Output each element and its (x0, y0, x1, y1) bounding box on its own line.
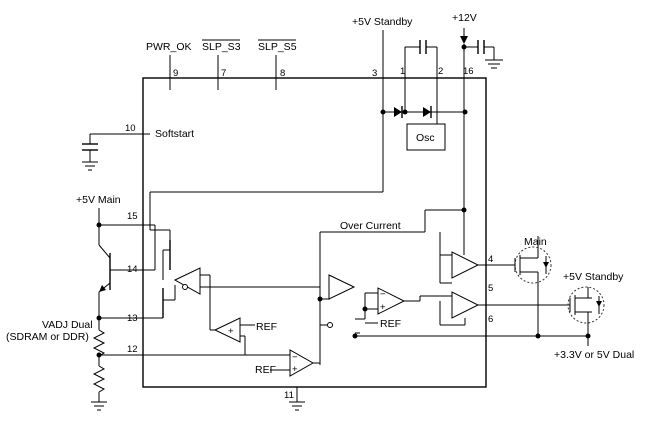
svg-text:Over Current: Over Current (340, 220, 401, 232)
svg-text:Softstart: Softstart (155, 128, 194, 140)
gate-driver-standby: 5 (419, 283, 570, 326)
svg-text:2: 2 (438, 66, 443, 77)
svg-text:−: − (292, 352, 298, 363)
svg-text:5: 5 (488, 283, 493, 294)
svg-text:SLP_S3: SLP_S3 (202, 41, 241, 53)
diode-chain (380, 106, 468, 118)
svg-text:PWR_OK: PWR_OK (146, 41, 192, 53)
svg-text:REF: REF (380, 318, 401, 330)
svg-text:3: 3 (372, 68, 377, 79)
main-mosfet: Main (514, 236, 552, 284)
svg-text:Osc: Osc (416, 132, 435, 144)
svg-text:(SDRAM or DDR): (SDRAM or DDR) (6, 331, 89, 343)
svg-text:15: 15 (127, 211, 138, 222)
svg-text:1: 1 (400, 66, 405, 77)
pin-pwr-ok: PWR_OK 9 (146, 41, 192, 90)
svg-text:11: 11 (284, 390, 294, 401)
svg-text:10: 10 (125, 123, 136, 134)
svg-text:14: 14 (127, 264, 138, 275)
oscillator-block: Osc (406, 123, 446, 151)
pin-slp-s5: SLP_S5 8 (258, 39, 297, 90)
error-amplifier (173, 232, 323, 365)
feedback-divider: 12 (91, 329, 155, 411)
svg-text:−: − (380, 289, 386, 300)
internal-transistor-upper (154, 225, 171, 280)
svg-text:9: 9 (173, 68, 178, 79)
svg-text:4: 4 (488, 254, 493, 265)
svg-text:+5V Standby: +5V Standby (563, 271, 624, 283)
pin-11-ground: 11 (284, 387, 305, 411)
pin-6-sense: 6 +3.3V or 5V Dual (352, 280, 634, 361)
ref-amplifier-1: + REF (213, 317, 277, 355)
external-pass-transistor: +5V Main 15 14 (76, 194, 155, 330)
comparator-softstart: − + REF (155, 349, 320, 377)
svg-text:8: 8 (280, 68, 285, 79)
svg-text:13: 13 (127, 313, 138, 324)
svg-text:+3.3V or 5V Dual: +3.3V or 5V Dual (554, 349, 634, 361)
over-current-path: Over Current (320, 209, 464, 233)
pin-10-softstart: 10 Softstart (82, 123, 194, 171)
svg-text:+: + (292, 364, 298, 375)
svg-text:SLP_S5: SLP_S5 (258, 41, 297, 53)
svg-text:VADJ Dual: VADJ Dual (42, 319, 93, 331)
svg-text:+: + (228, 326, 234, 337)
svg-text:+: + (380, 302, 386, 313)
svg-text:Main: Main (524, 236, 547, 248)
comparator-ref-3 (320, 274, 365, 334)
pin-slp-s3: SLP_S3 7 (202, 39, 241, 90)
svg-text:12: 12 (127, 344, 138, 355)
standby-mosfet: +5V Standby (563, 271, 624, 324)
svg-text:7: 7 (221, 68, 226, 79)
svg-text:+12V: +12V (452, 12, 477, 24)
svg-text:6: 6 (488, 314, 493, 325)
internal-transistor-lower (155, 285, 176, 319)
gate-driver-main: 4 (439, 232, 515, 284)
ic-package-outline (142, 77, 487, 388)
pin-16-12v: +12V 16 (452, 12, 503, 255)
pump-capacitor: 1 2 (400, 40, 443, 77)
pin-13-vadj: 13 VADJ Dual (SDRAM or DDR) (6, 313, 155, 343)
svg-text:REF: REF (256, 321, 277, 333)
svg-text:REF: REF (255, 364, 276, 376)
svg-text:+5V Standby: +5V Standby (352, 16, 413, 28)
svg-text:+5V Main: +5V Main (76, 194, 121, 206)
comparator-ref-2: − + REF (320, 287, 420, 330)
svg-text:16: 16 (463, 66, 474, 77)
